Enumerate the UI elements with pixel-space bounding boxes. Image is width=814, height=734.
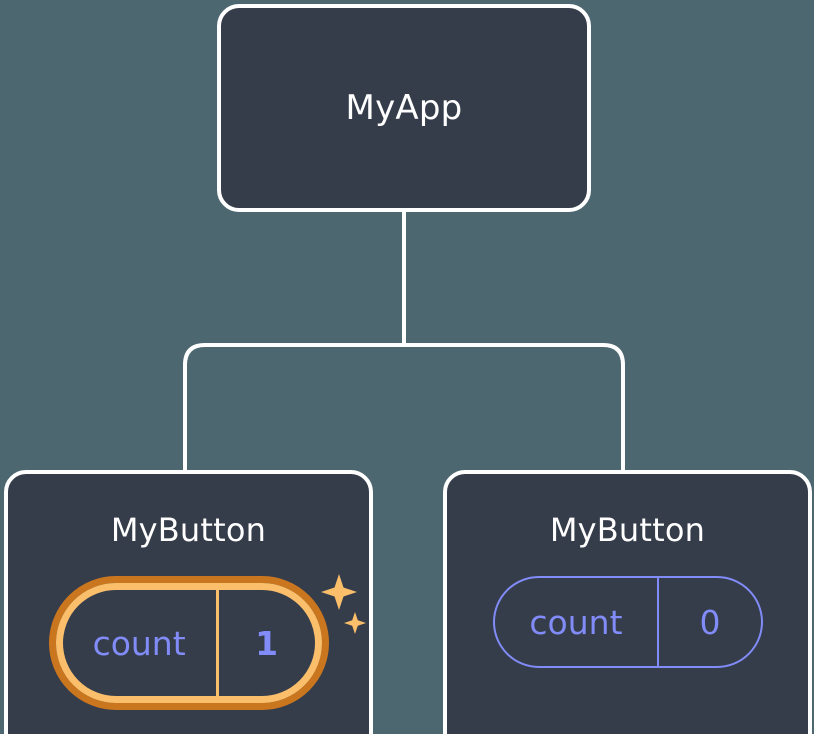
state-value: 0 [699,602,721,642]
state-key: count [63,590,219,696]
sparkle-icon [320,574,357,610]
state-pill-inner: count 1 [55,583,322,703]
node-title: MyApp [345,88,463,128]
sparkle-icon [343,612,366,634]
node-title: MyButton [549,511,706,549]
node-title: MyButton [110,511,267,549]
state-pill[interactable]: count 0 [492,576,763,668]
state-pill-wrapper: count 1 [48,574,366,710]
state-pill-wrapper: count 0 [492,576,763,668]
connector-branch [183,343,625,470]
state-value: 1 [255,623,279,663]
node-myapp[interactable]: MyApp [217,4,591,212]
sparkle-group [320,574,366,634]
node-mybutton-left[interactable]: MyButton count 1 [4,470,373,734]
state-key: count [495,578,660,666]
state-pill-highlighted[interactable]: count 1 [48,576,329,710]
node-mybutton-right[interactable]: MyButton count 0 [443,470,812,734]
